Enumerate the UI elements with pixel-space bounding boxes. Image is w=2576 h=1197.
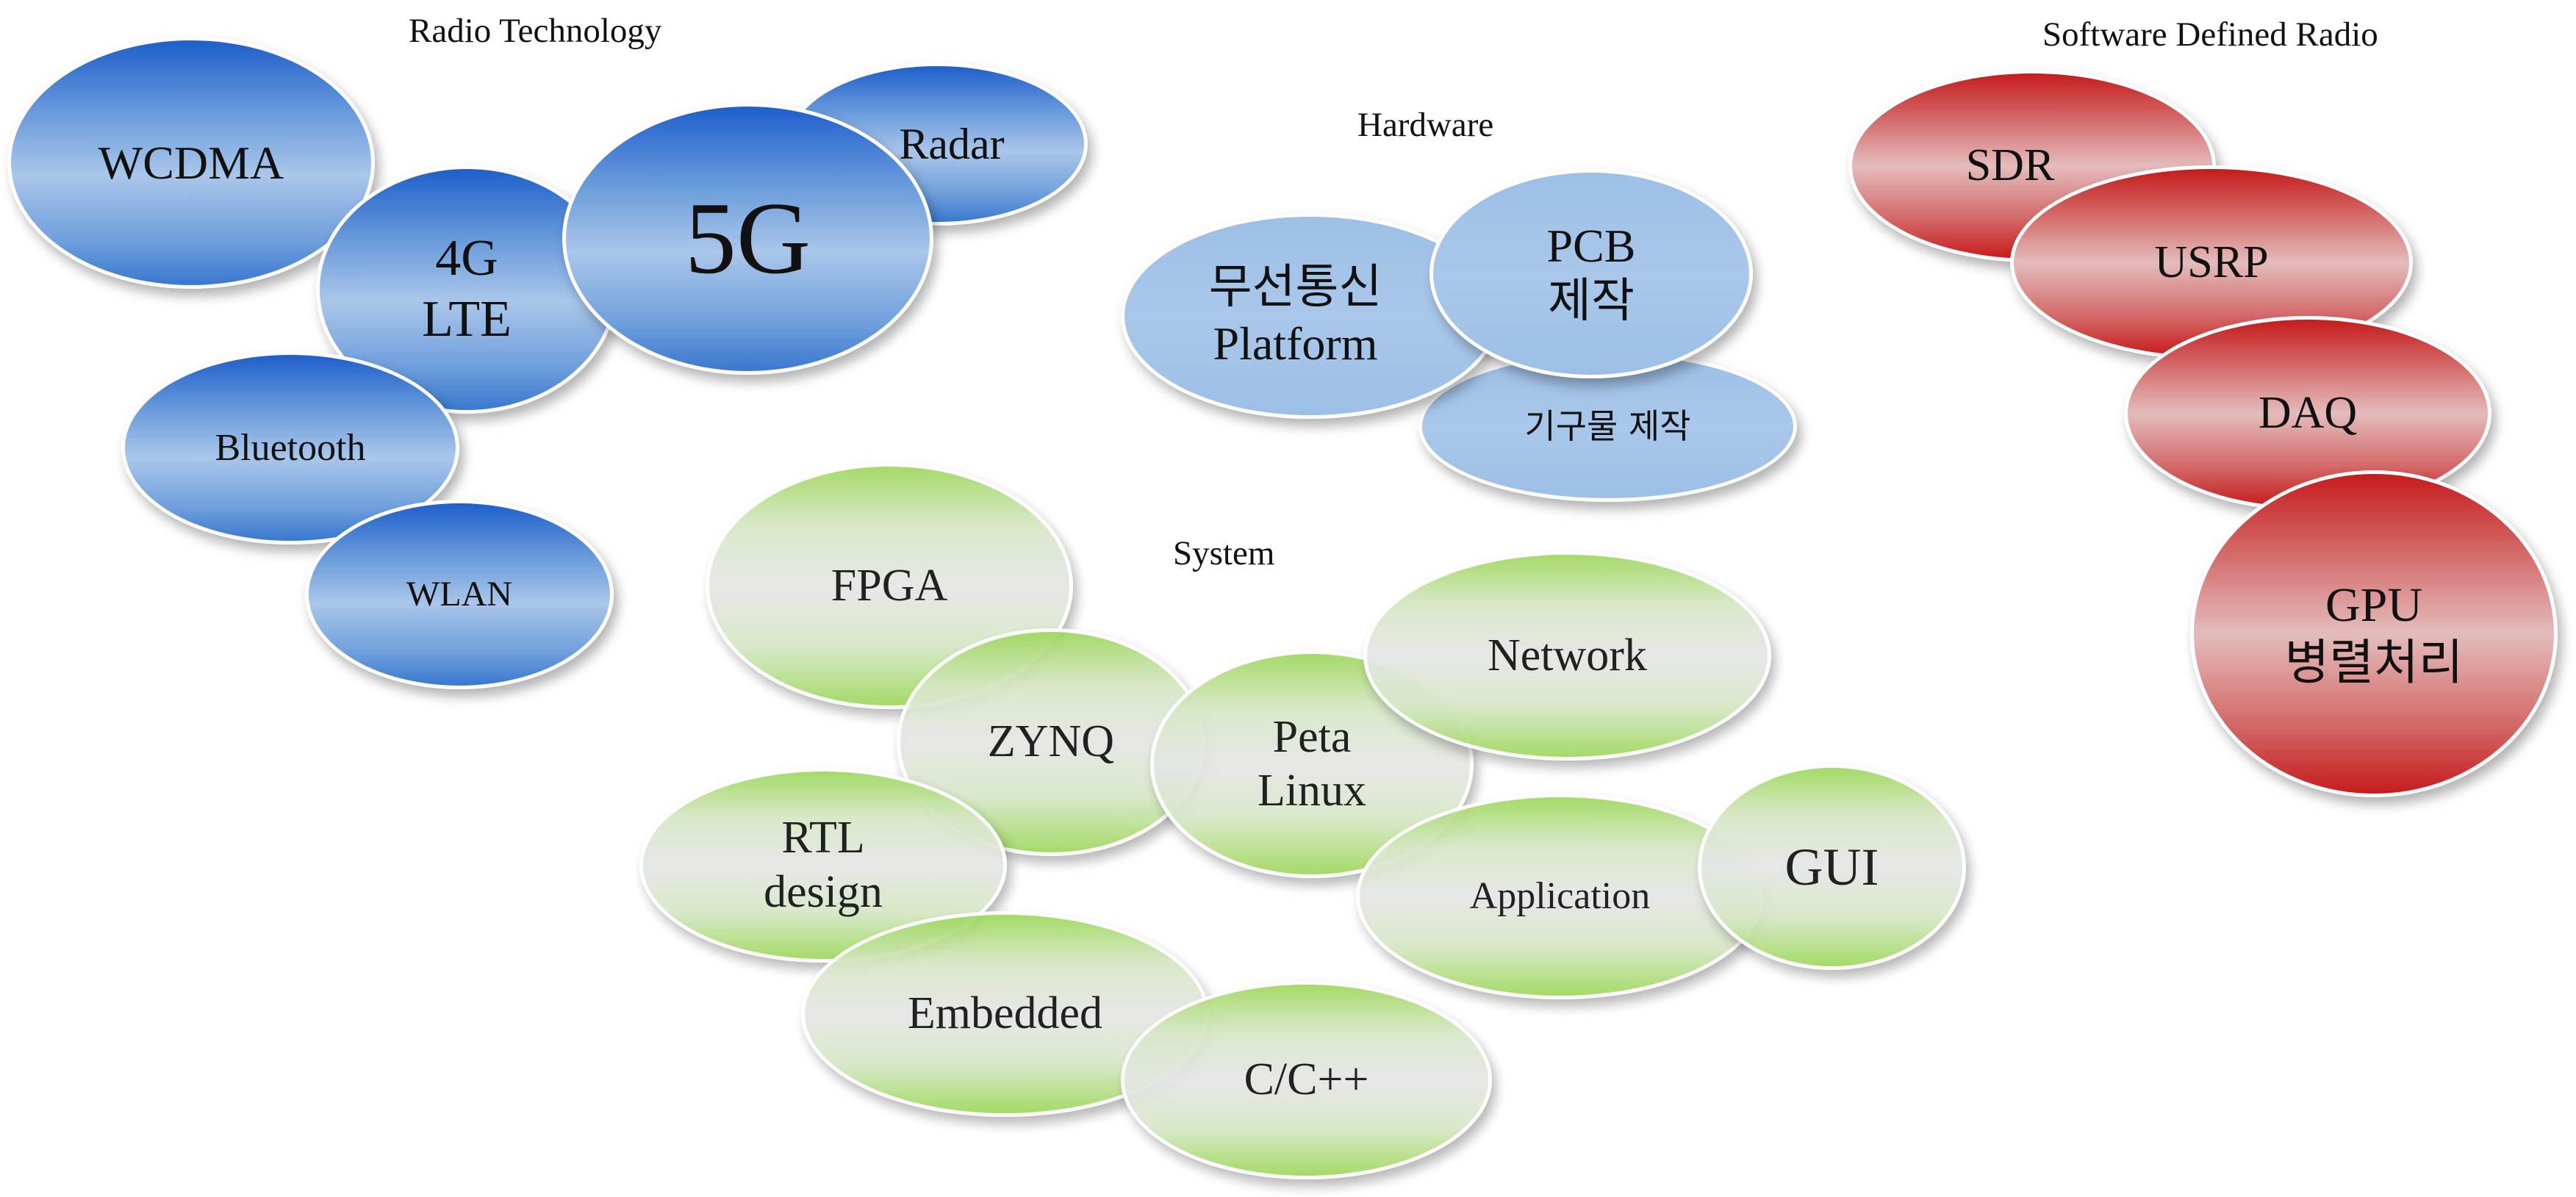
bubble-fpga: FPGA [706, 463, 1073, 709]
bubble-wlan: WLAN [305, 500, 614, 689]
bubble-zynq-label: ZYNQ [987, 716, 1115, 767]
bubble-mechanical-label: 기구물 제작 [1524, 406, 1691, 447]
bubble-wcdma: WCDMA [7, 37, 375, 289]
bubble-4g-lte: 4G LTE [316, 165, 617, 414]
bubble-pcb-label: PCB [1546, 219, 1636, 272]
bubble-network-label: Network [1488, 630, 1647, 680]
bubble-application: Application [1356, 794, 1764, 999]
bubble-bluetooth-label: Bluetooth [215, 426, 366, 469]
bubble-linux-label: Linux [1257, 766, 1367, 816]
bubble-gpu-korean-label: 병렬처리 [2284, 633, 2464, 691]
bubble-gpu-label: GPU [2325, 578, 2423, 632]
bubble-gpu: GPU 병렬처리 [2190, 470, 2558, 797]
bubble-4g-label: 4G [435, 230, 498, 287]
system-title: System [1173, 534, 1275, 572]
bubble-daq-label: DAQ [2258, 387, 2358, 438]
bubble-sdr-label: SDR [1965, 140, 2055, 191]
bubble-design-label: design [764, 866, 883, 917]
bubble-application-label: Application [1469, 875, 1651, 918]
bubble-pcb: PCB 제작 [1429, 169, 1753, 378]
bubble-gui-label: GUI [1784, 837, 1879, 896]
bubble-network: Network [1363, 551, 1771, 761]
hardware-title: Hardware [1357, 106, 1494, 144]
bubble-fpga-label: FPGA [830, 560, 948, 611]
bubble-radar-label: Radar [899, 119, 1005, 168]
bubble-5g-label: 5G [684, 181, 811, 296]
bubble-platform-label: Platform [1213, 317, 1378, 370]
bubble-lte-label: LTE [422, 291, 512, 348]
bubble-rtl-label: RTL [781, 813, 865, 863]
bubble-usrp-label: USRP [2154, 237, 2269, 287]
bubble-wlan-label: WLAN [406, 574, 512, 614]
sdr-title: Software Defined Radio [2042, 15, 2378, 54]
bubble-gui: GUI [1698, 764, 1966, 970]
bubble-embedded-label: Embedded [907, 988, 1103, 1039]
bubble-wcdma-label: WCDMA [98, 136, 284, 189]
bubble-5g: 5G [562, 103, 933, 375]
bubble-rtl-design: RTL design [639, 768, 1007, 963]
bubble-cpp-label: C/C++ [1244, 1054, 1369, 1105]
radio-technology-title: Radio Technology [409, 12, 662, 50]
bubble-peta-label: Peta [1272, 711, 1352, 762]
bubble-pcb-korean-label: 제작 [1548, 273, 1635, 328]
bubble-platform-korean-label: 무선통신 [1208, 260, 1382, 315]
bubble-cpp: C/C++ [1121, 981, 1492, 1179]
